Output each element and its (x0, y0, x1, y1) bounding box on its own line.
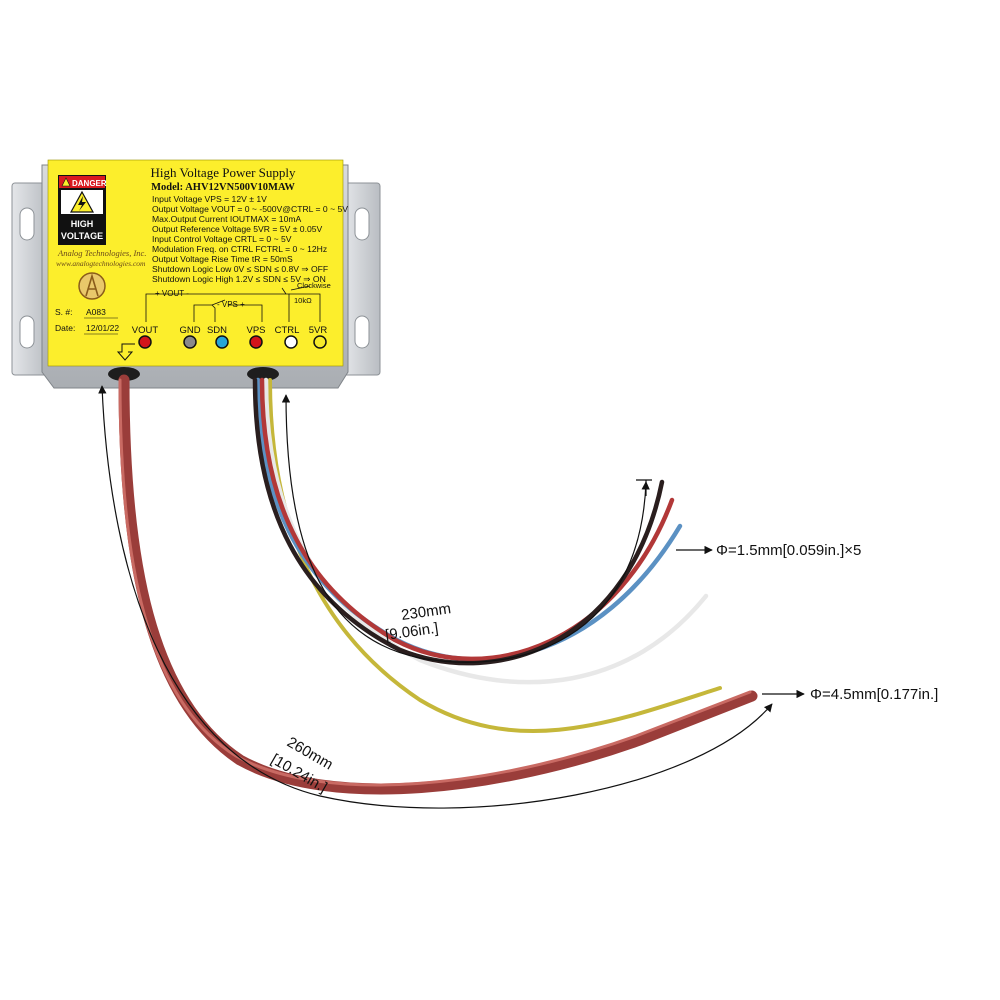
signal-length-in: [9.06in.] (384, 620, 439, 644)
serial-label: S. #: (55, 307, 72, 317)
pin-label-5vr: 5VR (309, 325, 328, 336)
spec-line: Output Reference Voltage 5VR = 5V ± 0.05… (152, 224, 323, 234)
output-arrow-icon (116, 343, 135, 361)
signal-wire-diameter: Φ=1.5mm[0.059in.]×5 (716, 542, 861, 559)
spec-line: Output Voltage Rise Time tR = 50mS (152, 254, 293, 264)
spec-line: Modulation Freq. on CTRL FCTRL = 0 ~ 12H… (152, 244, 327, 254)
spec-line: Max.Output Current IOUTMAX = 10mA (152, 214, 302, 224)
pin-row: VOUT GND SDN VPS CTRL 5VR (132, 325, 328, 349)
vps-bracket-label: - VPS + (217, 300, 245, 309)
pin-label-vps: VPS (246, 325, 265, 336)
pin-dot-ctrl (284, 335, 298, 349)
date-label: Date: (55, 323, 75, 333)
signal-end-bracket (636, 479, 652, 496)
hv-cable-grommet (108, 367, 140, 381)
pin-label-vout: VOUT (132, 325, 159, 336)
pin-dot-5vr (313, 335, 327, 349)
hv-cable-highlight (118, 378, 752, 787)
hv-wire-diameter: Φ=4.5mm[0.177in.] (810, 686, 938, 703)
high-voltage-cable (118, 374, 758, 795)
spec-list: Input Voltage VPS = 12V ± 1V Output Volt… (152, 194, 348, 284)
pin-label-sdn: SDN (207, 325, 227, 336)
dimension-lines (98, 385, 805, 809)
pin-dot-vps (249, 335, 263, 349)
spec-line: Shutdown Logic Low 0V ≤ SDN ≤ 0.8V ⇒ OFF (152, 264, 328, 274)
pin-dot-gnd (183, 335, 197, 349)
product-label: DANGER HIGH VOLTAGE High Voltage Power S… (47, 159, 348, 367)
pin-dot-sdn (215, 335, 229, 349)
right-mounting-slot-bottom (354, 315, 370, 349)
pin-label-ctrl: CTRL (275, 325, 300, 336)
potentiometer-label: 10kΩ (294, 296, 312, 305)
danger-triangle-icon (61, 177, 71, 187)
lightning-bolt-icon (78, 196, 86, 211)
company-website: www.analogtechnologies.com (56, 259, 146, 268)
vout-bracket-label: + VOUT - (155, 289, 189, 298)
spec-line: Input Control Voltage CRTL = 0 ~ 5V (152, 234, 292, 244)
black-wire (252, 377, 665, 666)
company-logo (78, 272, 106, 300)
right-mounting-slot-top (354, 207, 370, 241)
label-title: High Voltage Power Supply (150, 165, 296, 180)
clockwise-label: Clockwise (297, 281, 331, 290)
pin-label-gnd: GND (179, 325, 200, 336)
serial-value: A083 (86, 307, 106, 317)
signal-wires (252, 377, 722, 733)
hv-length-dimension-line (98, 385, 773, 809)
spec-line: Input Voltage VPS = 12V ± 1V (152, 194, 267, 204)
left-mounting-slot-bottom (19, 315, 35, 349)
wiring-schematic (145, 285, 321, 322)
danger-warning-sign: DANGER HIGH VOLTAGE (58, 175, 107, 245)
spec-line: Shutdown Logic High 1.2V ≤ SDN ≤ 5V ⇒ ON (152, 274, 326, 284)
blue-wire (255, 377, 683, 662)
warning-line-1: HIGH (71, 219, 94, 229)
date-value: 12/01/22 (86, 323, 119, 333)
label-model: Model: AHV12VN500V10MAW (151, 182, 295, 193)
signal-length-mm: 230mm (400, 600, 452, 624)
warning-line-2: VOLTAGE (61, 231, 103, 241)
spec-line: Output Voltage VOUT = 0 ~ -500V@CTRL = 0… (152, 204, 348, 214)
pin-dot-vout (138, 335, 152, 349)
left-mounting-slot-top (19, 207, 35, 241)
signal-wire-grommet (247, 367, 279, 381)
red-wire (259, 377, 675, 662)
danger-text: DANGER (72, 179, 107, 188)
company-name: Analog Technologies, Inc. (57, 248, 146, 258)
